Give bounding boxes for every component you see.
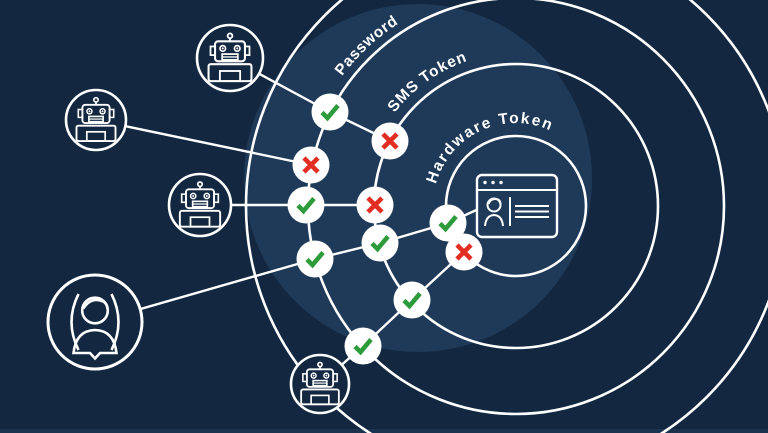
auth-node-n7-pass (361, 224, 399, 262)
auth-node-n6-pass (296, 240, 334, 278)
auth-node-n2-fail (371, 122, 409, 160)
check-icon (402, 292, 422, 310)
check-icon (438, 215, 458, 233)
cross-icon (302, 156, 320, 174)
auth-node-n8-pass (429, 204, 467, 242)
connection-line (95, 118, 312, 167)
auth-node-n1-pass (311, 93, 349, 131)
cross-icon (366, 196, 384, 214)
auth-node-n4-pass (287, 186, 325, 224)
robot-icon (64, 88, 128, 152)
auth-node-n9-fail (445, 233, 483, 271)
check-icon (320, 104, 340, 122)
robot-icon (289, 353, 351, 415)
cross-icon (381, 132, 399, 150)
auth-node-n10-pass (393, 281, 431, 319)
check-icon (370, 235, 390, 253)
check-icon (296, 197, 316, 215)
person-icon (46, 273, 144, 371)
check-icon (305, 251, 325, 269)
cross-icon (455, 243, 473, 261)
app-window-icon (475, 173, 559, 239)
footer-strip (0, 429, 768, 433)
check-icon (353, 338, 373, 356)
robot-icon (167, 172, 233, 238)
auth-node-n11-pass (344, 327, 382, 365)
robot-icon (195, 23, 265, 93)
auth-node-n5-fail (356, 186, 394, 224)
auth-node-n3-fail (292, 146, 330, 184)
